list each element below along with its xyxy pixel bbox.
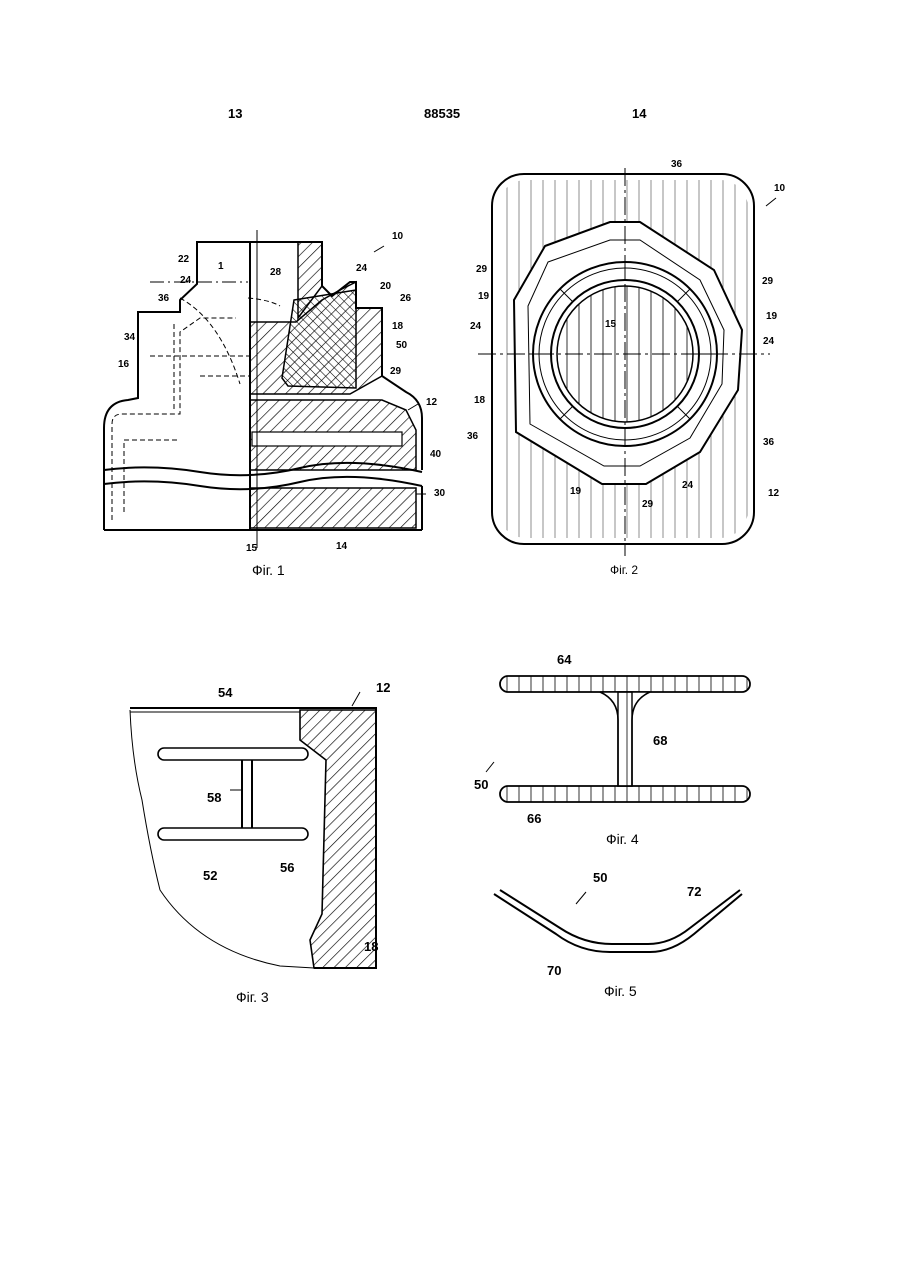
fig2-label-10: 10 [774,184,785,194]
fig1-label-26: 26 [400,294,411,304]
fig4-label-50: 50 [474,778,488,791]
fig2-label-18: 18 [474,396,485,406]
fig2-label-24-bottom: 24 [682,481,693,491]
fig3-drawing [130,692,376,968]
fig2-label-24-left: 24 [470,322,481,332]
fig4-label-68: 68 [653,734,667,747]
fig1-label-24a: 24 [356,264,367,274]
fig1-drawing [104,230,426,548]
fig2-drawing [478,168,776,556]
fig1-label-18: 18 [392,322,403,332]
fig2-label-36-left: 36 [467,432,478,442]
fig1-label-29: 29 [390,367,401,377]
fig1-label-12: 12 [426,398,437,408]
fig2-label-36-right: 36 [763,438,774,448]
fig1-label-36: 36 [158,294,169,304]
fig1-label-30: 30 [434,489,445,499]
fig1-label-10: 10 [392,232,403,242]
fig3-label-52: 52 [203,869,217,882]
fig2-label-15: 15 [605,320,616,330]
fig4-label-64: 64 [557,653,571,666]
fig1-label-14: 14 [336,542,347,552]
fig2-label-12: 12 [768,489,779,499]
fig2-label-19-right: 19 [766,312,777,322]
fig3-label-56: 56 [280,861,294,874]
fig1-label-22: 22 [178,255,189,265]
fig3-label-54: 54 [218,686,232,699]
fig1-label-28: 28 [270,268,281,278]
fig4-drawing [486,676,750,802]
fig2-label-19-left: 19 [478,292,489,302]
fig4-label-66: 66 [527,812,541,825]
fig2-label-24-right: 24 [763,337,774,347]
fig3-label-58: 58 [207,791,221,804]
fig2-label-29-right: 29 [762,277,773,287]
fig2-caption: Фіг. 2 [610,563,638,577]
fig5-caption: Фіг. 5 [604,983,637,999]
fig2-label-29-bottom: 29 [642,500,653,510]
fig4-caption: Фіг. 4 [606,831,639,847]
fig1-label-24b: 24 [180,276,191,286]
fig2-label-19-bottom: 19 [570,487,581,497]
fig5-label-50: 50 [593,871,607,884]
fig3-caption: Фіг. 3 [236,989,269,1005]
fig1-label-1: 1 [218,262,224,272]
fig5-label-72: 72 [687,885,701,898]
fig2-label-29-left: 29 [476,265,487,275]
fig1-label-20: 20 [380,282,391,292]
fig3-label-18: 18 [364,940,378,953]
fig5-label-70: 70 [547,964,561,977]
fig1-label-50: 50 [396,341,407,351]
fig5-drawing [494,890,742,952]
fig1-caption: Фіг. 1 [252,562,285,578]
fig1-label-40: 40 [430,450,441,460]
fig2-label-36-top: 36 [671,160,682,170]
fig1-label-16: 16 [118,360,129,370]
fig1-label-34: 34 [124,333,135,343]
fig3-label-12: 12 [376,681,390,694]
fig1-label-15: 15 [246,544,257,554]
